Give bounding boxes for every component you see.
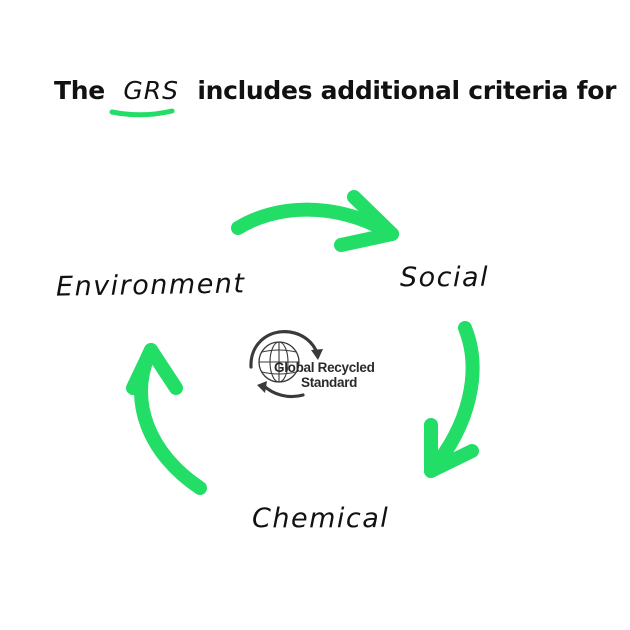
globe-with-cycle-arrows-icon	[249, 330, 323, 399]
arrow-social-to-chemical	[424, 321, 480, 478]
highlight-underline	[109, 108, 175, 118]
cycle-item-social: Social	[400, 262, 490, 293]
headline-suffix: includes additional criteria for	[197, 76, 617, 105]
arrow-environment-to-social	[231, 190, 399, 252]
headline-highlight: GRS	[123, 76, 179, 105]
headline-prefix: The	[54, 76, 105, 105]
grs-logo: Global Recycled Standard	[241, 323, 391, 415]
headline: The GRS includes additional criteria for	[54, 76, 616, 105]
logo-text-line-1: Global Recycled	[274, 360, 375, 375]
logo-text-line-2: Standard	[301, 375, 358, 390]
cycle-item-environment: Environment	[55, 268, 246, 303]
arrow-chemical-to-environment	[126, 343, 207, 495]
cycle-item-chemical: Chemical	[252, 503, 390, 534]
